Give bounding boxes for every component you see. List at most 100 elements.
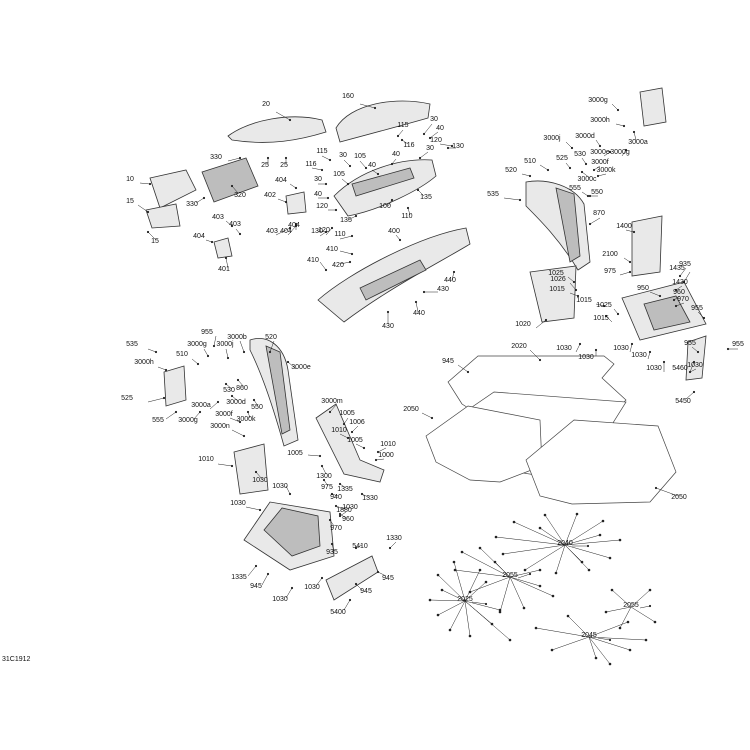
fastener-leader-line — [564, 544, 611, 559]
fastener-leader-line — [619, 606, 632, 629]
leader-dot — [364, 166, 368, 170]
leader-line — [679, 267, 687, 277]
fastener-dot — [628, 648, 632, 652]
part-callout-label: 1435 — [669, 265, 685, 272]
part-callout-label: 1300 — [316, 473, 332, 480]
leader-dot — [294, 186, 298, 190]
part-callout-label: 330 — [186, 201, 198, 208]
fastener-dot — [598, 533, 602, 537]
part-callout-label: 402 — [264, 192, 276, 199]
fastener-leader-line — [502, 544, 566, 555]
leader-dot — [252, 398, 256, 402]
dash-panel-detail — [359, 259, 427, 301]
leader-dot — [342, 422, 346, 426]
part-callout-label: 970 — [677, 296, 689, 303]
leader-dot — [326, 196, 330, 200]
fastener-leader-line — [509, 576, 541, 587]
leader-dot — [174, 410, 178, 414]
leader-dot — [324, 182, 328, 186]
part-callout-label: 955 — [732, 341, 744, 348]
leader-line — [307, 454, 321, 457]
fastener-dot — [534, 626, 538, 630]
leader-dot — [236, 378, 240, 382]
fastener-dot — [436, 573, 440, 577]
part-callout-label: 30 — [430, 116, 438, 123]
leader-dot — [518, 198, 522, 202]
fastener-leader-line — [509, 569, 541, 578]
part-callout-label: 1030 — [631, 352, 647, 359]
part-callout-label: 440 — [444, 277, 456, 284]
fastener-dot — [608, 556, 612, 560]
fastener-dot — [601, 519, 605, 523]
leader-line — [389, 541, 397, 549]
leader-line — [331, 543, 335, 552]
leader-dot — [238, 420, 242, 424]
leader-line — [355, 583, 363, 591]
leader-line — [691, 346, 699, 353]
fastener-dot — [587, 568, 591, 572]
leader-dot — [574, 288, 578, 292]
part-callout-label: 40 — [392, 151, 400, 158]
part-callout-label: 1330 — [362, 495, 378, 502]
part-callout-label: 1010 — [198, 456, 214, 463]
part-callout-label: 10 — [126, 176, 134, 183]
leader-line — [621, 149, 627, 157]
leader-dot — [386, 310, 390, 314]
leader-dot — [578, 342, 582, 346]
leader-line — [203, 348, 209, 357]
part-callout-label: 1880 — [336, 507, 352, 514]
fastener-dot — [610, 588, 614, 592]
part-callout-label: 3000j — [216, 341, 234, 348]
fastener-leader-line — [588, 636, 647, 641]
part-callout-label: 5460 — [672, 365, 688, 372]
part-callout-label: 1030 — [646, 365, 662, 372]
leader-line — [339, 483, 347, 489]
fastener-leader-line — [630, 589, 651, 608]
leader-dot — [242, 350, 246, 354]
headlight-housing-left — [149, 169, 197, 209]
leader-line — [521, 173, 531, 177]
fastener-leader-line — [513, 521, 566, 546]
part-callout-label: 3000a — [191, 402, 211, 409]
leader-dot — [416, 188, 420, 192]
leader-line — [339, 513, 347, 519]
fastener-leader-line — [464, 600, 511, 641]
leader-dot — [528, 572, 532, 576]
leader-line — [277, 198, 287, 203]
leader-line — [689, 361, 695, 373]
part-callout-label: 1005 — [339, 410, 355, 417]
part-callout-label: 403 — [266, 228, 278, 235]
fastener-dot — [604, 610, 608, 614]
leader-dot — [598, 144, 602, 148]
fastener-dot — [478, 568, 482, 572]
leader-dot — [334, 504, 338, 508]
part-callout-label: 130 — [452, 143, 464, 150]
part-callout-label: 330 — [210, 154, 222, 161]
leader-line — [517, 573, 531, 579]
leader-line — [213, 335, 217, 347]
leader-line — [581, 171, 591, 179]
leader-dot — [692, 360, 696, 364]
leader-dot — [284, 156, 288, 160]
part-callout-label: 404 — [280, 228, 292, 235]
leader-dot — [320, 168, 324, 172]
part-callout-label: 3000k — [236, 416, 256, 423]
leader-line — [139, 182, 151, 185]
leader-line — [231, 395, 239, 402]
leader-line — [451, 271, 455, 281]
leader-dot — [230, 184, 234, 188]
leader-dot — [484, 602, 488, 606]
fastener-leader-line — [564, 544, 583, 563]
leader-dot — [616, 312, 620, 316]
part-callout-label: 1005 — [287, 450, 303, 457]
leader-line — [401, 139, 409, 145]
leader-dot — [294, 224, 298, 228]
leader-line — [321, 155, 331, 161]
leader-dot — [388, 546, 392, 550]
leader-line — [225, 348, 229, 359]
part-callout-label: 3000n — [210, 423, 230, 430]
leader-line — [633, 131, 637, 141]
fastener-dot — [498, 608, 502, 612]
leader-line — [325, 227, 333, 236]
leader-dot — [422, 132, 426, 136]
